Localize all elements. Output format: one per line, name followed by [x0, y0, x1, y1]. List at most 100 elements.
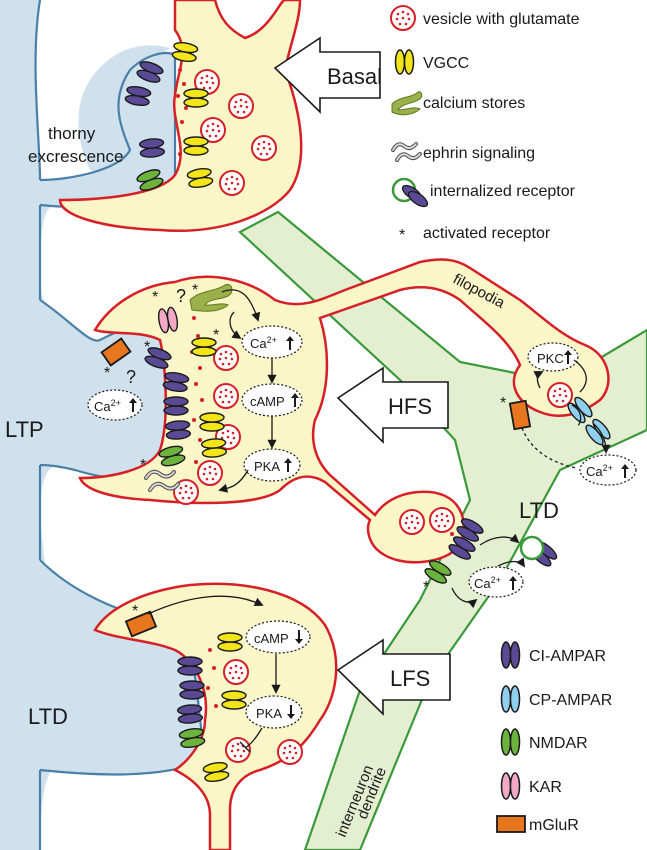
- vesicle-icon: [399, 509, 425, 535]
- activated-star: *: [104, 365, 110, 382]
- cl-ampar-icon: [136, 61, 164, 83]
- activated-star: *: [144, 339, 150, 356]
- vesicle-icon: [547, 382, 573, 408]
- legend-vesicle: vesicle with glutamate: [390, 5, 580, 31]
- glutamate-dot: [450, 532, 454, 536]
- ca-up-arrow-icon: [621, 464, 629, 478]
- legend-cp-ampar-label: CP-AMPAR: [529, 692, 612, 709]
- cl-ampar-icon: [163, 396, 189, 416]
- glutamate-dot: [176, 94, 180, 98]
- vesicle-icon: [223, 659, 249, 685]
- glutamate-dot: [206, 686, 210, 690]
- vesicle-icon: [277, 739, 303, 765]
- legend-ephrin-label: ephrin signaling: [423, 145, 535, 162]
- ca-bubble-interneuron-right: [579, 454, 637, 486]
- vesicle-icon: [228, 93, 254, 119]
- legend-mglur: mGluR: [496, 815, 579, 834]
- cl-ampar-icon: [164, 420, 192, 440]
- vgcc-icon: [199, 412, 225, 432]
- glutamate-dot: [196, 334, 200, 338]
- glutamate-dot: [214, 704, 218, 708]
- annotations: ? ? * * * * * * * * *: [104, 282, 506, 620]
- vesicle-icon: [197, 460, 223, 486]
- activated-star: *: [423, 579, 429, 596]
- ca-up-arrow-icon: [286, 336, 294, 350]
- cp-ampar-icon: [585, 418, 611, 446]
- cl-ampar-icon: [124, 85, 152, 107]
- vesicle-icon: [251, 135, 277, 161]
- glutamate-dot: [194, 460, 198, 464]
- cl-ampar-icon: [162, 371, 190, 393]
- legend-activated-label: activated receptor: [423, 225, 551, 242]
- ltd-left-label: LTD: [28, 704, 68, 729]
- glutamate-dot: [192, 316, 196, 320]
- ltp-label: LTP: [5, 417, 44, 442]
- legend-cl-ampar: CI-AMPAR: [500, 641, 606, 669]
- legend-vgcc: VGCC: [394, 49, 469, 75]
- hfs-label: HFS: [388, 394, 432, 419]
- vesicle-icon: [213, 345, 239, 371]
- legend-nmdar: NMDAR: [500, 728, 588, 756]
- svg-text:cAMP: cAMP: [250, 394, 285, 409]
- mglur-ltp: [100, 337, 132, 367]
- svg-text:cAMP: cAMP: [254, 631, 289, 646]
- ca-up-arrow-icon: [509, 576, 517, 590]
- glutamate-dot: [208, 648, 212, 652]
- basal-arrow: Basal: [273, 36, 382, 114]
- bouton-basal: [58, 0, 303, 232]
- ca-bubble-spine: [87, 389, 143, 421]
- activated-star: *: [152, 289, 158, 306]
- mglur-ltd: [124, 610, 158, 638]
- cl-ampar-icon: [138, 138, 166, 158]
- pka-up-bubble: [243, 448, 301, 482]
- svg-text:Ca2+: Ca2+: [250, 335, 277, 351]
- glutamate-dot: [198, 438, 202, 442]
- vesicle-icon: [219, 170, 245, 196]
- glutamate-dot: [212, 666, 216, 670]
- lfs-arrow: LFS: [336, 638, 451, 716]
- glutamate-dot: [178, 68, 182, 72]
- activated-star: *: [213, 327, 219, 344]
- question-mark: ?: [126, 367, 136, 387]
- vgcc-icon: [183, 136, 209, 156]
- activated-star: *: [192, 282, 198, 299]
- cl-ampar-icon: [177, 656, 203, 676]
- vesicle-icon: [225, 737, 251, 763]
- nmdar-icon: [158, 445, 186, 467]
- ltd-right-label: LTD: [519, 498, 559, 523]
- vgcc-icon: [200, 438, 228, 458]
- signal-arrows: [147, 289, 611, 753]
- legend: vesicle with glutamate VGCC calcium stor…: [390, 5, 612, 834]
- pka-up-arrow-icon: [284, 458, 292, 472]
- ca-up-arrow-icon: [129, 398, 137, 412]
- legend-cl-ampar-label: CI-AMPAR: [529, 648, 606, 665]
- legend-vgcc-label: VGCC: [423, 55, 469, 72]
- legend-nmdar-label: NMDAR: [529, 735, 588, 752]
- question-mark: ?: [176, 286, 186, 306]
- legend-internalized-label: internalized receptor: [430, 183, 576, 200]
- legend-kar: KAR: [500, 772, 562, 800]
- ephrin-signaling-icon: [144, 469, 180, 492]
- cl-ampar-icon: [179, 680, 205, 700]
- svg-text:Ca2+: Ca2+: [94, 398, 121, 414]
- legend-ephrin: ephrin signaling: [391, 142, 535, 162]
- glutamate-dot: [182, 82, 186, 86]
- pka-down-bubble: [245, 695, 303, 729]
- legend-activated: * activated receptor: [399, 225, 551, 244]
- ca-bubble-interneuron-left: [468, 566, 524, 598]
- excrescence-label: excrescence: [28, 147, 123, 166]
- legend-calcium-label: calcium stores: [423, 95, 525, 112]
- vgcc-icon: [191, 337, 217, 357]
- vgcc-icon: [186, 167, 214, 189]
- updown-arrows: [129, 336, 629, 719]
- vesicle-icon: [429, 507, 455, 533]
- camp-down-arrow-icon: [295, 630, 303, 644]
- cl-ampar-icon: [176, 704, 204, 724]
- kar-icon: [157, 306, 179, 334]
- pka-down-arrow-icon: [287, 705, 295, 719]
- nmdar-icon: [136, 169, 164, 191]
- svg-text:PKA: PKA: [256, 706, 282, 721]
- svg-text:PKA: PKA: [254, 459, 280, 474]
- bouton-hfs: [78, 258, 610, 564]
